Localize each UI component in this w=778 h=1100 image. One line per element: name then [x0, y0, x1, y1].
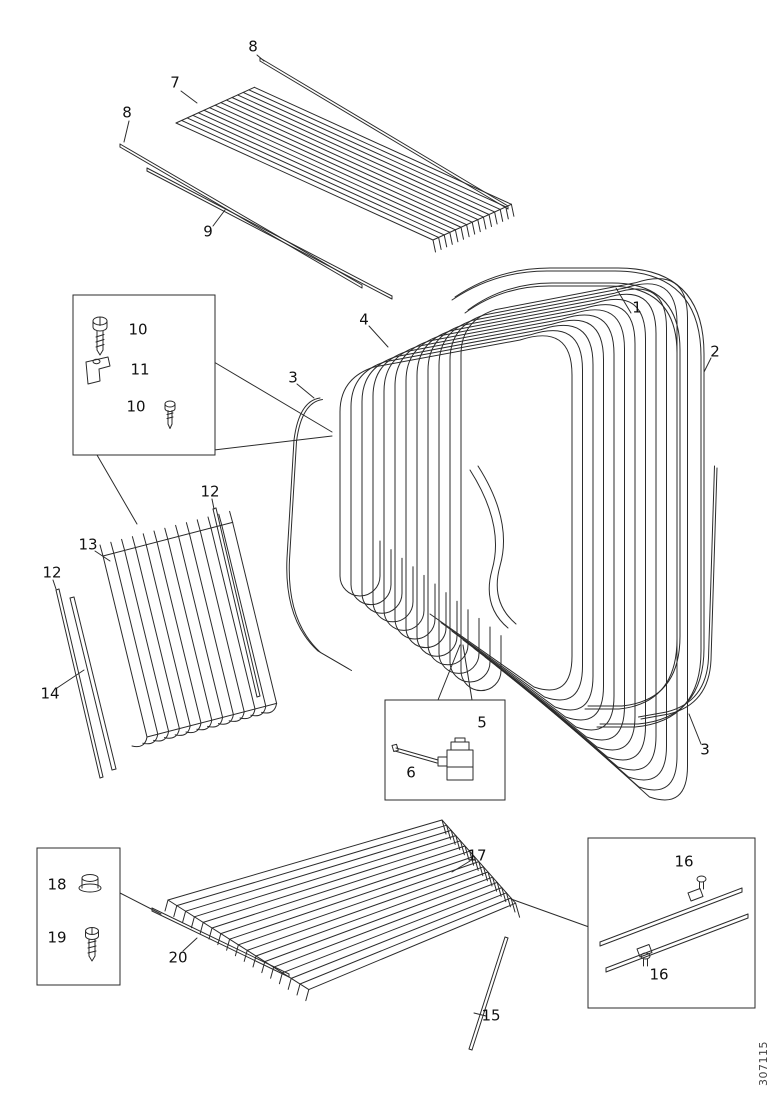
callout-11: 11 [130, 360, 150, 379]
detail-box-18-19 [36, 847, 121, 986]
header-tubes-1-2 [451, 267, 705, 728]
side-rod-3-right [638, 465, 718, 720]
callout-4: 4 [359, 310, 369, 329]
valve-and-rod-icons [391, 737, 474, 781]
callout-12-upper: 12 [200, 482, 220, 501]
fin-pack-13 [99, 510, 278, 748]
callout-3-left: 3 [288, 368, 298, 387]
rods-15-20 [151, 907, 509, 1051]
callout-12-lower: 12 [42, 563, 62, 582]
detail-box-18-19-frame [36, 847, 121, 986]
callout-3-right: 3 [700, 740, 710, 759]
callout-1: 1 [632, 298, 642, 317]
grommet-and-screw-icons [78, 874, 102, 962]
screw-and-clamp-icons [85, 316, 176, 429]
detail-box-16-frame [587, 837, 756, 1009]
callout-16-lower: 16 [649, 965, 669, 984]
callout-10-lower: 10 [126, 397, 146, 416]
core-tube-bundle-4 [339, 278, 688, 801]
rods-12-14 [55, 507, 261, 779]
callout-20: 20 [168, 948, 188, 967]
callout-8-top: 8 [248, 37, 258, 56]
callout-8-left: 8 [122, 103, 132, 122]
detail-box-16 [587, 837, 756, 1009]
callout-9: 9 [203, 222, 213, 241]
detail-box-5-6-frame [384, 699, 506, 801]
fin-panel-7 [175, 86, 515, 253]
retainer-rods-8-9 [119, 57, 509, 300]
callout-16-upper: 16 [674, 852, 694, 871]
callout-13: 13 [78, 535, 98, 554]
strips-and-fasteners-16-icons [599, 875, 749, 973]
callout-7: 7 [170, 73, 180, 92]
drawing-number: 307115 [757, 1041, 770, 1086]
detail-box-10-11 [72, 294, 216, 456]
callout-19: 19 [47, 928, 67, 947]
detail-box-5-6 [384, 699, 506, 801]
callout-18: 18 [47, 875, 67, 894]
detail-box-10-11-frame [72, 294, 216, 456]
callout-17: 17 [467, 846, 487, 865]
callout-10-upper: 10 [128, 320, 148, 339]
callout-5: 5 [477, 713, 487, 732]
fin-panel-17 [164, 819, 521, 1002]
callout-14: 14 [40, 684, 60, 703]
callout-2: 2 [710, 342, 720, 361]
callout-15: 15 [481, 1006, 501, 1025]
callout-6: 6 [406, 763, 416, 782]
side-rod-3-left [286, 397, 352, 671]
